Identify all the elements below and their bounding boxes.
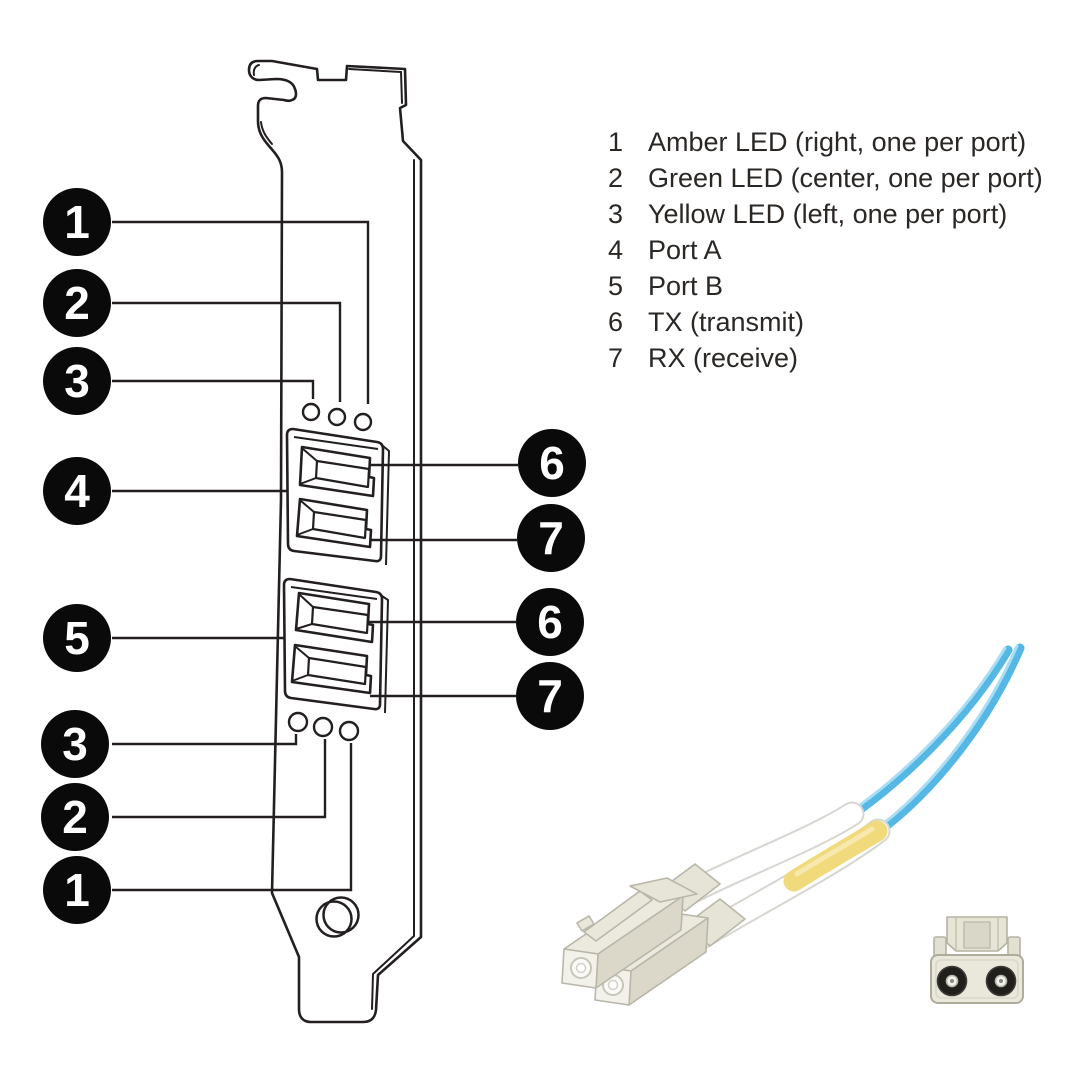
callout-badge-3-top: 3	[43, 347, 111, 415]
lc-coupler-illustration	[930, 916, 1024, 1004]
legend-row: 1 Amber LED (right, one per port)	[608, 124, 1043, 160]
fiber-cable-illustration	[561, 643, 1025, 1006]
legend-row: 2 Green LED (center, one per port)	[608, 160, 1043, 196]
legend-num: 7	[608, 343, 624, 373]
callout-badge-7-port-b: 7	[516, 662, 584, 730]
callout-badge-4: 4	[43, 457, 111, 525]
kevlar-band	[783, 820, 888, 892]
legend-label: Amber LED (right, one per port)	[648, 127, 1027, 157]
legend-row: 6 TX (transmit)	[608, 304, 1043, 340]
led-a-amber	[353, 412, 373, 432]
callout-badge-1-top: 1	[43, 188, 111, 256]
legend-label: Port A	[648, 235, 722, 265]
port-a-rx-opening	[295, 497, 373, 549]
legend-label: Port B	[648, 271, 724, 301]
legend-label: RX (receive)	[648, 343, 799, 373]
legend-label: TX (transmit)	[648, 307, 805, 337]
legend-num: 5	[608, 271, 624, 301]
leader-2-bottom	[112, 739, 327, 819]
callout-badge-2-top: 2	[43, 269, 111, 337]
port-b-rx-opening	[290, 643, 373, 695]
leader-1-top	[112, 220, 370, 404]
callout-badge-3-bottom: 3	[41, 710, 109, 778]
callout-badge-1-bottom: 1	[43, 856, 111, 924]
pci-bracket-outline	[247, 59, 423, 1024]
leader-3-top	[112, 379, 315, 399]
legend-num: 2	[608, 163, 624, 193]
lc-plug-latch	[576, 877, 698, 942]
led-b-amber	[338, 720, 360, 742]
port-b-leds	[287, 711, 360, 742]
led-a-yellow	[301, 402, 321, 422]
legend-row: 4 Port A	[608, 232, 1043, 268]
led-b-green	[312, 716, 334, 738]
callout-badge-6-port-a: 6	[518, 429, 586, 497]
legend-row: 7 RX (receive)	[608, 340, 1043, 376]
coupler-port-right	[985, 965, 1017, 997]
legend-label: Green LED (center, one per port)	[648, 163, 1043, 193]
port-b-housing	[282, 577, 389, 714]
lc-duplex-plug	[561, 863, 746, 1006]
fiber-strands	[847, 643, 1025, 837]
callout-badge-6-port-b: 6	[516, 588, 584, 656]
led-a-green	[327, 407, 347, 427]
callout-badge-2-bottom: 2	[41, 783, 109, 851]
port-a-tx-opening	[298, 445, 376, 498]
legend-num: 1	[608, 127, 624, 157]
legend-num: 6	[608, 307, 624, 337]
led-b-yellow	[287, 711, 309, 733]
legend-num: 3	[608, 199, 624, 229]
leader-1-bottom	[112, 743, 353, 892]
bracket-screw-hole	[315, 896, 360, 938]
leader-lines	[112, 220, 518, 892]
leader-3-bottom	[112, 734, 298, 746]
legend: 1 Amber LED (right, one per port) 2 Gree…	[608, 124, 1043, 376]
callout-badge-7-port-a: 7	[517, 504, 585, 572]
legend-row: 3 Yellow LED (left, one per port)	[608, 196, 1043, 232]
legend-label: Yellow LED (left, one per port)	[648, 199, 1008, 229]
port-a-housing	[285, 427, 390, 566]
port-b-tx-opening	[294, 591, 375, 644]
port-a-leds	[301, 402, 373, 432]
callout-badge-5: 5	[43, 604, 111, 672]
legend-num: 4	[608, 235, 624, 265]
legend-row: 5 Port B	[608, 268, 1043, 304]
leader-2-top	[112, 301, 342, 402]
coupler-port-left	[936, 965, 968, 997]
